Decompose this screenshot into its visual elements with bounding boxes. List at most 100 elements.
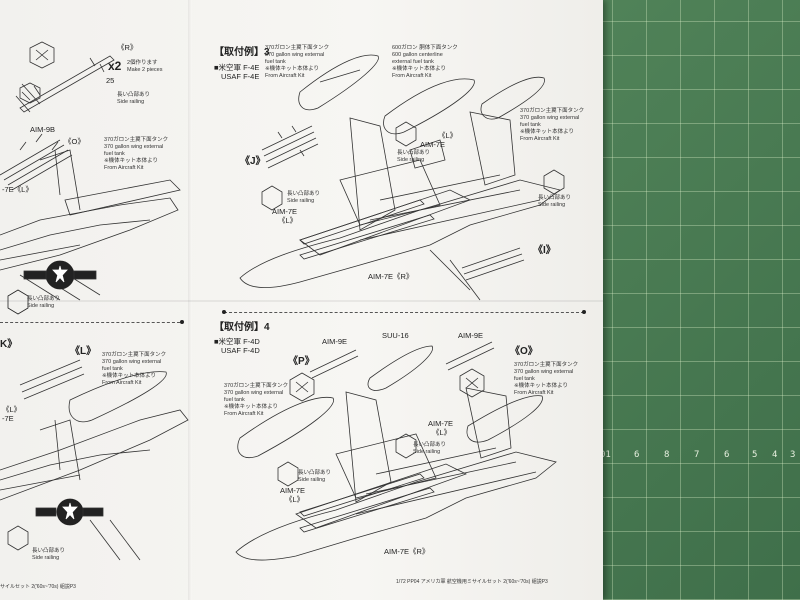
from-kit-jp: ※機体キット本体より bbox=[224, 404, 278, 410]
ruler-number: 7 bbox=[694, 450, 700, 460]
side-railing-jp: 長い凸部あり bbox=[287, 191, 321, 197]
from-kit-en: From Aircraft Kit bbox=[104, 165, 144, 171]
aircraft-en: USAF F-4D bbox=[221, 346, 260, 355]
missile-label: -7E《L》 bbox=[2, 185, 33, 194]
missile-label: AIM-7E《R》 bbox=[368, 272, 414, 281]
mount-example-3-title: 【取付例】3 bbox=[214, 47, 270, 58]
f4e-aircraft-drawing bbox=[239, 111, 561, 301]
side-railing-jp: 長い凸部あり bbox=[538, 195, 572, 201]
side-railing-jp: 長い凸部あり bbox=[298, 470, 332, 476]
ruler-number: 6 bbox=[634, 450, 640, 460]
footer-partial: サイルセット 2('60s~'70s) 組説P3 bbox=[0, 584, 76, 590]
missile-label: -7E bbox=[2, 414, 14, 423]
part-label: K》 bbox=[0, 339, 18, 350]
make-pieces-en: Make 2 pieces bbox=[127, 67, 163, 73]
hexagon-icon bbox=[289, 368, 485, 402]
tank-label-en: 370 gallon wing external bbox=[224, 390, 284, 396]
side-railing-en: Side railing bbox=[538, 202, 566, 208]
tank-label-en: external fuel tank bbox=[392, 59, 434, 65]
tank-label-en: fuel tank bbox=[224, 397, 245, 403]
missile-aim7e-drawing bbox=[299, 199, 435, 260]
from-kit-en: From Aircraft Kit bbox=[514, 390, 554, 396]
ruler-number: 01 bbox=[600, 450, 611, 460]
side-railing-jp: 長い凸部あり bbox=[397, 150, 431, 156]
side-railing-en: Side railing bbox=[32, 555, 60, 561]
missile-label: AIM-9E bbox=[322, 337, 348, 346]
tank-label-jp: 370ガロン主翼下面タンク bbox=[265, 45, 330, 51]
from-kit-en: From Aircraft Kit bbox=[520, 136, 560, 142]
f4d-aircraft-drawing bbox=[235, 387, 557, 561]
from-kit-jp: ※機体キット本体より bbox=[520, 129, 574, 135]
missile-label: AIM-7E《R》 bbox=[384, 547, 430, 556]
from-kit-en: From Aircraft Kit bbox=[102, 380, 142, 386]
side-railing-en: Side railing bbox=[117, 99, 145, 105]
tank-label-jp: 370ガロン主翼下面タンク bbox=[520, 108, 585, 114]
divider-dot bbox=[582, 310, 586, 314]
from-kit-jp: ※機体キット本体より bbox=[392, 66, 446, 72]
part-label: 《O》 bbox=[510, 346, 538, 357]
ruler-number: 6 bbox=[724, 450, 730, 460]
aim9e-cluster-drawing bbox=[309, 341, 495, 379]
aircraft-jp: ■米空軍 F-4D bbox=[214, 337, 260, 346]
part-label: 《L》 bbox=[438, 131, 458, 140]
tank-label-en: 370 gallon wing external bbox=[104, 144, 164, 150]
suu16-drawing bbox=[367, 345, 433, 391]
ruler-number: 5 bbox=[752, 450, 758, 460]
divider-dot bbox=[180, 320, 184, 324]
tank-label-en: fuel tank bbox=[104, 151, 125, 157]
mount-example-4-title: 【取付例】4 bbox=[214, 322, 270, 333]
part-number: 25 bbox=[106, 76, 115, 85]
missile-label: AIM-9E bbox=[458, 331, 484, 340]
quantity-label: x2 bbox=[108, 59, 122, 73]
side-railing-en: Side railing bbox=[413, 449, 441, 455]
from-kit-en: From Aircraft Kit bbox=[265, 73, 305, 79]
missile-label: AIM-7E bbox=[272, 207, 298, 216]
make-pieces-jp: 2個作ります bbox=[127, 60, 158, 66]
side-railing-en: Side railing bbox=[298, 477, 326, 483]
missile-r-drawing bbox=[15, 55, 115, 113]
part-label: 《R》 bbox=[117, 43, 138, 52]
tank-label-jp: 370ガロン主翼下面タンク bbox=[514, 362, 579, 368]
part-label: 《L》 bbox=[432, 428, 452, 437]
pod-label: SUU-16 bbox=[382, 331, 409, 340]
from-kit-en: From Aircraft Kit bbox=[392, 73, 432, 79]
f4-aircraft-partial-top bbox=[0, 149, 181, 301]
missile-label: AIM-7E bbox=[428, 419, 454, 428]
tank-370-drawing-right bbox=[466, 395, 543, 443]
f4-aircraft-partial-bottom bbox=[0, 359, 189, 561]
missile-label: AIM-7E bbox=[420, 140, 446, 149]
tank-label-jp: 370ガロン主翼下面タンク bbox=[104, 137, 169, 143]
side-railing-jp: 長い凸部あり bbox=[27, 296, 61, 302]
part-label: 《L》 bbox=[70, 346, 97, 357]
tank-370-drawing-left bbox=[298, 54, 379, 111]
from-kit-jp: ※機体キット本体より bbox=[514, 383, 568, 389]
from-kit-jp: ※機体キット本体より bbox=[265, 66, 319, 72]
tank-label-en: fuel tank bbox=[265, 59, 286, 65]
ruler-number: 3 bbox=[790, 450, 796, 460]
tank-370-drawing-left bbox=[237, 397, 334, 458]
ruler-number: 8 bbox=[664, 450, 670, 460]
hexagon-icon bbox=[19, 82, 41, 104]
warning-icon bbox=[277, 433, 417, 487]
tank-600-drawing bbox=[383, 78, 475, 135]
warning-icon bbox=[7, 289, 29, 315]
aim9b-cluster-drawing bbox=[0, 133, 73, 191]
side-railing-en: Side railing bbox=[397, 157, 425, 163]
part-label: 《O》 bbox=[64, 137, 85, 146]
page-fold-vertical bbox=[188, 0, 192, 600]
tank-label-jp: 370ガロン主翼下面タンク bbox=[224, 383, 289, 389]
from-kit-jp: ※機体キット本体より bbox=[104, 158, 158, 164]
warning-icon bbox=[261, 121, 565, 211]
tank-label-en: 370 gallon wing external bbox=[520, 115, 580, 121]
part-label: 《I》 bbox=[533, 245, 556, 256]
tank-label-en: 370 gallon wing external bbox=[102, 359, 162, 365]
from-kit-jp: ※機体キット本体より bbox=[102, 373, 156, 379]
tank-label-en: fuel tank bbox=[514, 376, 535, 382]
side-railing-jp: 長い凸部あり bbox=[413, 442, 447, 448]
from-kit-en: From Aircraft Kit bbox=[224, 411, 264, 417]
aircraft-en: USAF F-4E bbox=[221, 72, 260, 81]
warning-icon bbox=[7, 525, 29, 551]
missile-cluster-j-drawing bbox=[261, 125, 319, 169]
footer-text: 1/72 PP04 アメリカ軍 航空機用ミサイルセット 2('60s~'70s)… bbox=[396, 579, 548, 585]
instruction-sheet: 《R》 x2 2個作ります Make 2 pieces 25 長い凸部あり Si… bbox=[0, 0, 603, 600]
